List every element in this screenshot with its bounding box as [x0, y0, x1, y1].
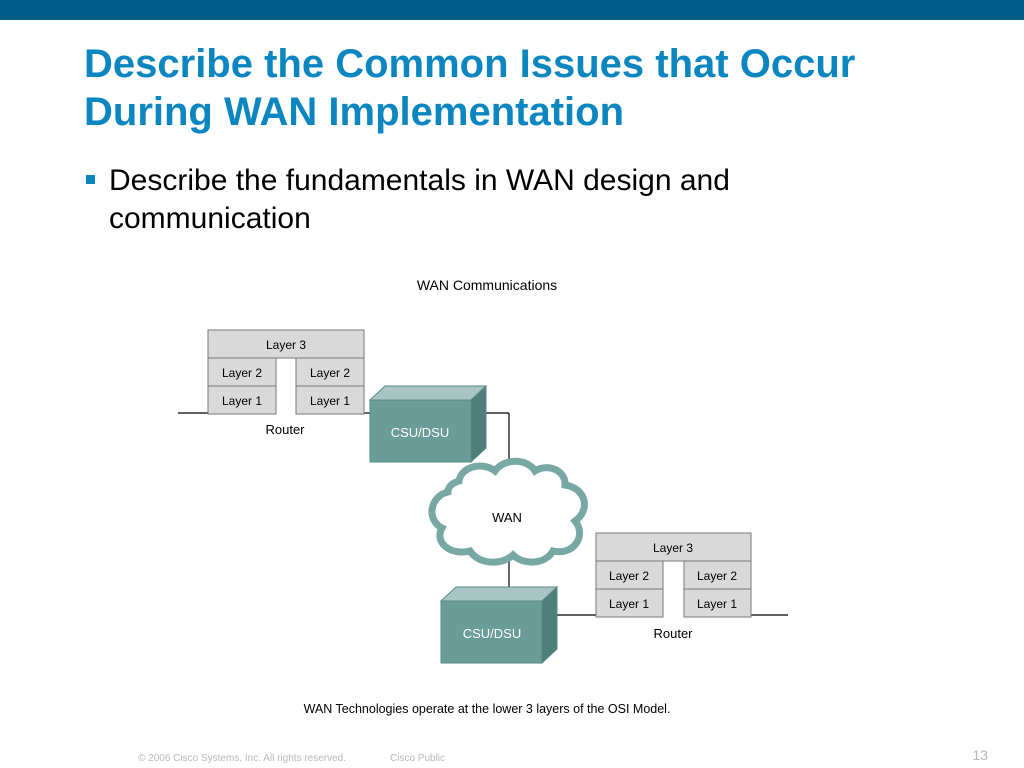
router-top-layer2-left-label: Layer 2 — [222, 366, 262, 380]
router-top: Layer 3 Layer 2 Layer 2 Layer 1 Layer 1 … — [207, 329, 365, 437]
router-bottom-layer2-right-label: Layer 2 — [697, 569, 737, 583]
header-bar — [0, 0, 1024, 20]
wan-cloud-label: WAN — [492, 510, 522, 525]
footer-classification: Cisco Public — [390, 753, 446, 764]
csu-bottom-top-face — [439, 586, 559, 602]
router-bottom-layer2-left-box — [595, 560, 664, 590]
router-top-layer1-left-box — [207, 385, 277, 415]
bullet-text: Describe the fundamentals in WAN design … — [109, 162, 869, 238]
router-bottom-layer3-box — [595, 532, 752, 562]
csu-top-side-face — [470, 384, 487, 464]
csu-dsu-bottom: CSU/DSU — [439, 585, 559, 665]
diagram-heading: WAN Communications — [417, 277, 557, 293]
router-bottom-layer2-right-box — [683, 560, 752, 590]
diagram-caption: WAN Technologies operate at the lower 3 … — [304, 702, 671, 716]
router-top-layer1-right-box — [295, 385, 365, 415]
footer-copyright: © 2006 Cisco Systems, Inc. All rights re… — [138, 753, 347, 764]
router-bottom-layer1-right-box — [683, 588, 752, 618]
router-bottom: Layer 3 Layer 2 Layer 2 Layer 1 Layer 1 … — [595, 532, 752, 641]
router-top-layer2-left-box — [207, 357, 277, 387]
router-top-layer2-right-label: Layer 2 — [310, 366, 350, 380]
router-bottom-label: Router — [653, 626, 693, 641]
csu-top-top-face — [368, 385, 488, 401]
router-top-layer3-label: Layer 3 — [266, 338, 306, 352]
bullet-text-line-1: Describe the fundamentals in WAN design … — [109, 164, 730, 197]
router-bottom-layer3-label: Layer 3 — [653, 541, 693, 555]
router-top-layer1-left-label: Layer 1 — [222, 394, 262, 408]
csu-bottom-front-face — [440, 600, 543, 664]
csu-top-front-face — [369, 399, 472, 463]
slide-title: Describe the Common Issues that Occur Du… — [84, 40, 1004, 136]
router-bottom-layer2-left-label: Layer 2 — [609, 569, 649, 583]
wan-cloud-shape — [428, 457, 588, 566]
page-number: 13 — [972, 747, 988, 763]
csu-top-label: CSU/DSU — [391, 425, 450, 440]
csu-dsu-top: CSU/DSU — [368, 384, 488, 464]
router-top-layer3-box — [207, 329, 365, 359]
router-top-layer1-right-label: Layer 1 — [310, 394, 350, 408]
router-bottom-layer1-left-box — [595, 588, 664, 618]
slide-title-line-1: Describe the Common Issues that Occur — [84, 42, 856, 86]
bullet-text-line-2: communication — [109, 202, 311, 235]
square-bullet-icon — [86, 175, 95, 184]
router-top-layer2-right-box — [295, 357, 365, 387]
csu-bottom-label: CSU/DSU — [463, 626, 522, 641]
router-bottom-layer1-right-label: Layer 1 — [697, 597, 737, 611]
csu-bottom-side-face — [541, 585, 558, 665]
router-top-label: Router — [265, 422, 305, 437]
wan-cloud: WAN — [428, 457, 588, 566]
slide-title-line-2: During WAN Implementation — [84, 90, 624, 134]
router-bottom-layer1-left-label: Layer 1 — [609, 597, 649, 611]
